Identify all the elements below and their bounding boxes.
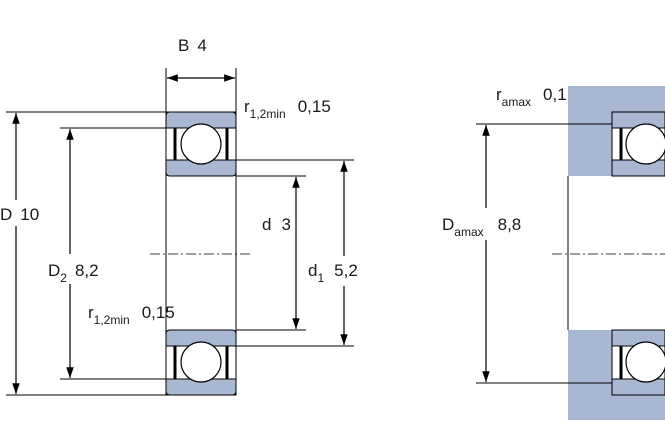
housing-top-ball bbox=[625, 123, 665, 165]
housing-bottom-ball bbox=[625, 341, 665, 383]
top-ball bbox=[180, 123, 222, 165]
top-outer-ring bbox=[165, 111, 237, 129]
abutment-section bbox=[552, 86, 665, 420]
bearing-section bbox=[150, 111, 250, 396]
bottom-ball bbox=[180, 341, 222, 383]
bottom-outer-ring bbox=[165, 378, 237, 396]
housing-left-top bbox=[568, 86, 612, 174]
top-inner-ring bbox=[165, 159, 237, 177]
housing-bottom bbox=[568, 395, 665, 420]
